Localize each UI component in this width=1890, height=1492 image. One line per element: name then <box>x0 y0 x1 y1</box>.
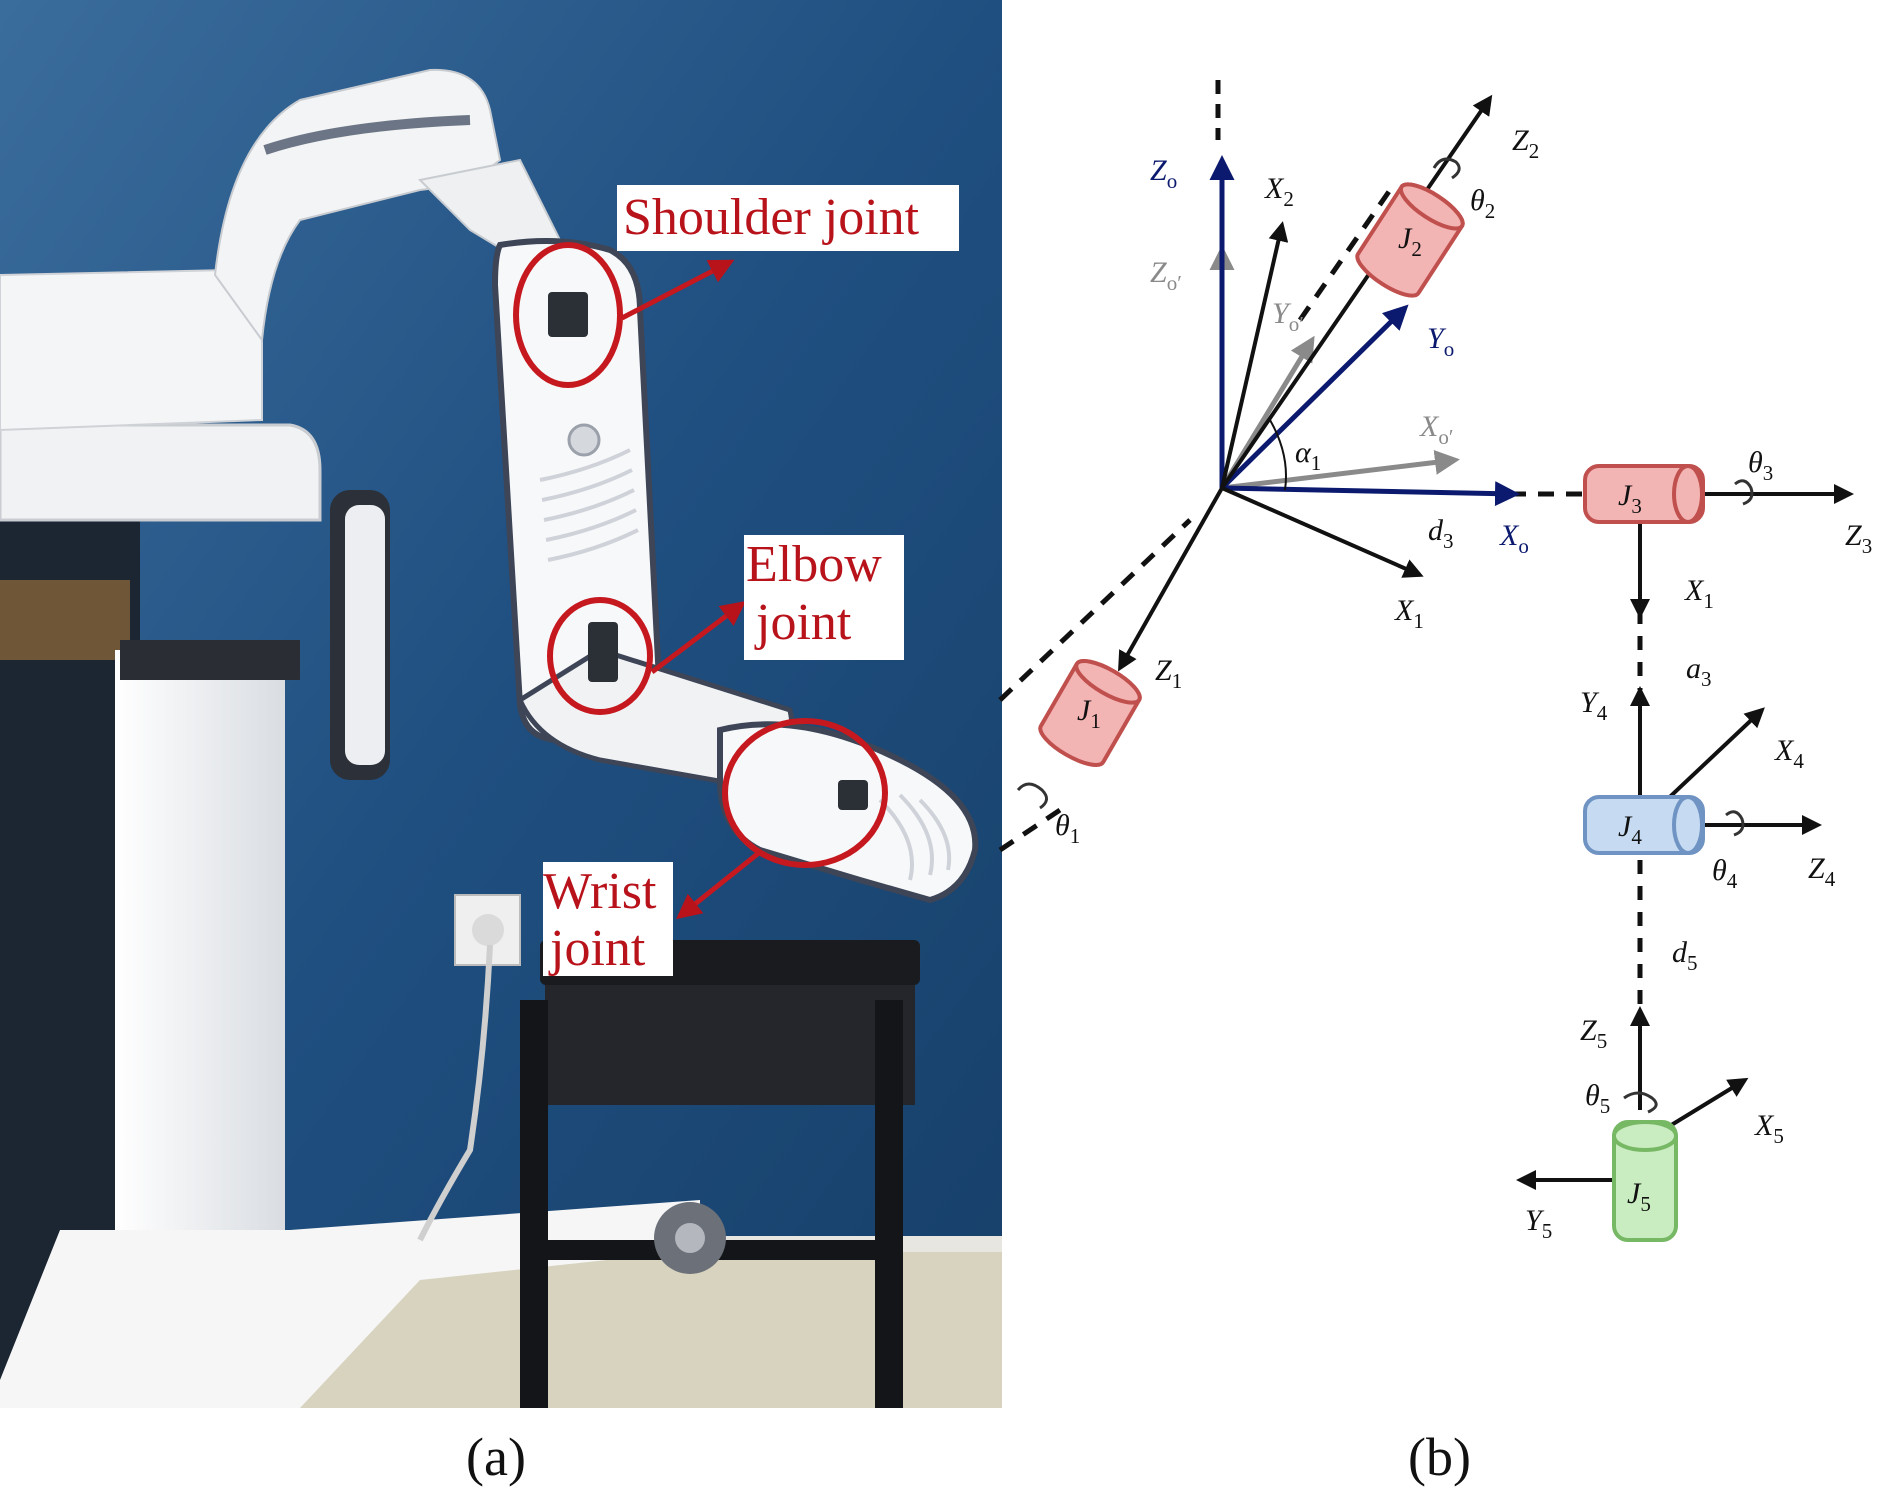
stool-leg-right <box>875 1000 903 1408</box>
label-x1-frame1: X1 <box>1394 594 1424 633</box>
wrist-callout-line-2: joint <box>548 920 646 977</box>
label-z2: Z2 <box>1512 124 1539 163</box>
shoulder-housing <box>0 268 263 432</box>
theta3-rotation-marker <box>1734 479 1754 506</box>
label-y5: Y5 <box>1525 1204 1552 1243</box>
label-d3: d3 <box>1428 514 1454 553</box>
shoulder-callout-label: Shoulder joint <box>623 189 920 246</box>
side-panel-face <box>345 505 385 765</box>
label-theta5: θ5 <box>1585 1079 1610 1118</box>
cabinet-wood <box>0 580 130 660</box>
label-x1-frame3: X1 <box>1684 574 1714 613</box>
xo-prime-axis <box>1221 449 1460 491</box>
kinematic-diagram: J1 J2 J3 J4 J5 Zo Zo′ X2 Yo′ Yo Z2 θ2 α1… <box>998 80 1872 1243</box>
joint-j5-label: J5 <box>1627 1177 1651 1216</box>
base-wheel-hub <box>675 1223 705 1253</box>
x1-axis <box>1221 486 1424 578</box>
label-a3: a3 <box>1686 652 1712 691</box>
joint-j2 <box>1355 182 1465 298</box>
label-z3: Z3 <box>1845 519 1872 558</box>
j1-dashed-axis <box>998 518 1192 702</box>
x2-axis <box>1220 221 1289 489</box>
hand-ridges <box>878 793 952 881</box>
shoulder-mechanism <box>548 292 588 337</box>
label-xo: Xo <box>1499 519 1529 558</box>
joint-j5 <box>1612 1120 1678 1242</box>
joint-j4-label: J4 <box>1618 810 1642 849</box>
stool-leg-left <box>520 1000 548 1408</box>
shoulder-callout-box <box>617 185 959 251</box>
label-theta3: θ3 <box>1748 446 1773 485</box>
label-y4: Y4 <box>1580 686 1608 725</box>
robot-base-column <box>115 650 285 1310</box>
z2-axis <box>1220 94 1493 490</box>
wrist-callout-box <box>543 862 673 976</box>
label-x2: X2 <box>1264 172 1294 211</box>
robot-base-collar <box>120 640 300 680</box>
stool-body <box>545 985 915 1105</box>
wrist-joint-highlight <box>722 718 888 868</box>
cable <box>417 944 493 1242</box>
label-theta4: θ4 <box>1712 854 1738 893</box>
label-yo: Yo <box>1427 322 1454 361</box>
z1-axis <box>1118 487 1224 672</box>
yo-axis <box>1220 304 1409 490</box>
joint-j2-label: J2 <box>1398 222 1422 261</box>
theta5-rotation-marker <box>1623 1091 1658 1114</box>
caption-b: (b) <box>1408 1427 1471 1487</box>
forearm-ridges <box>539 448 639 562</box>
theta4-rotation-marker <box>1725 810 1745 837</box>
shoulder-callout-arrow <box>620 259 735 321</box>
label-theta2: θ2 <box>1470 184 1495 223</box>
upper-arm-top <box>213 68 502 343</box>
label-zo: Zo <box>1150 154 1177 193</box>
joint-j1 <box>1038 659 1142 767</box>
joint-j3-label: J3 <box>1618 479 1642 518</box>
elbow-mechanism <box>588 622 618 682</box>
j1-dashed-axis-tail <box>998 807 1062 853</box>
robot-photo: Shoulder joint Elbow joint Wrist joint <box>0 0 1002 1408</box>
label-z1: Z1 <box>1155 654 1182 693</box>
label-d5: d5 <box>1672 936 1698 975</box>
label-zo-prime: Zo′ <box>1150 256 1182 295</box>
joint-j1-label: J1 <box>1077 694 1101 733</box>
wrist-mechanism <box>838 780 868 810</box>
upper-arm-stripe <box>263 115 471 155</box>
wall-outlet-plug <box>472 914 504 946</box>
wrist-callout-arrow <box>676 850 762 920</box>
elbow-callout-box <box>744 535 904 660</box>
label-alpha1: α1 <box>1295 436 1321 475</box>
theta1-rotation-marker <box>1016 782 1048 810</box>
label-xo-prime: Xo′ <box>1419 410 1453 449</box>
label-x4: X4 <box>1774 734 1804 773</box>
label-x5: X5 <box>1754 1109 1784 1148</box>
joint-j4 <box>1583 795 1705 855</box>
label-z4: Z4 <box>1808 852 1836 891</box>
robot-base-platform <box>0 423 322 522</box>
elbow-joint-highlight <box>547 597 653 715</box>
wrist-callout-line-1: Wrist <box>543 863 657 920</box>
caption-a-text: (a) <box>466 1427 526 1487</box>
elbow-callout-arrow <box>650 600 746 674</box>
joint-j3 <box>1583 464 1705 524</box>
label-theta1: θ1 <box>1055 809 1080 848</box>
elbow-callout-line-2: joint <box>754 594 852 651</box>
forearm-port <box>567 423 601 457</box>
elbow-callout-line-1: Elbow <box>746 536 882 593</box>
label-z5: Z5 <box>1580 1014 1607 1053</box>
label-yo-prime: Yo′ <box>1272 297 1304 336</box>
shoulder-joint-highlight <box>513 242 623 388</box>
xo-axis <box>1221 481 1520 507</box>
alpha1-arc <box>1269 419 1287 491</box>
theta2-rotation-marker <box>1432 157 1461 180</box>
